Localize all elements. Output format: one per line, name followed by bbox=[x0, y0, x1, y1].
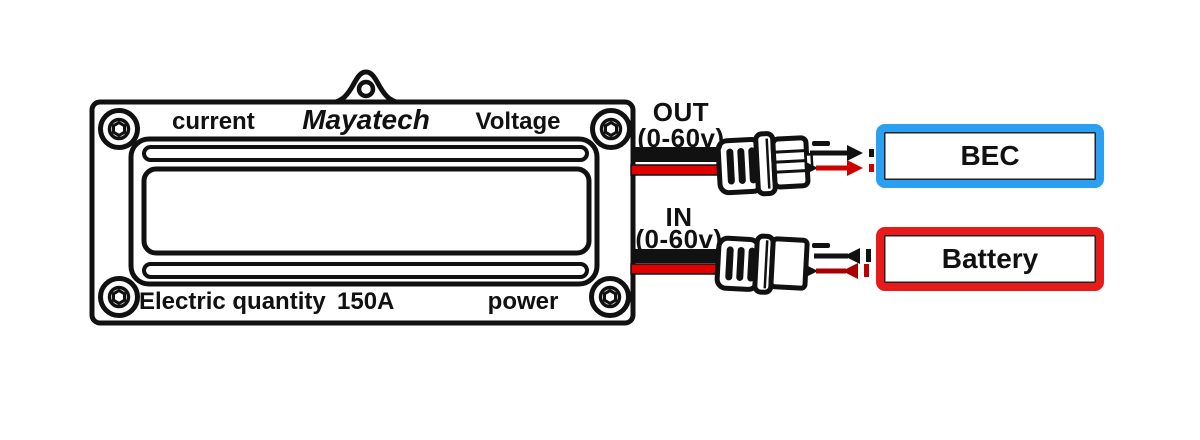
screw-bottom-right-icon bbox=[589, 276, 631, 318]
out-wires bbox=[630, 147, 726, 176]
battery-box: Battery bbox=[876, 227, 1104, 291]
out-port-voltage-range: (0-60v) bbox=[637, 123, 725, 153]
meter-label-voltage: Voltage bbox=[475, 108, 561, 135]
screw-top-right-icon bbox=[590, 108, 632, 150]
out-flow-arrows-icon bbox=[806, 141, 874, 176]
meter-label-electric-quantity: Electric quantity bbox=[139, 288, 326, 315]
out-connector-icon bbox=[715, 131, 814, 197]
top-vent-slot bbox=[142, 145, 589, 162]
meter-label-current: current bbox=[172, 108, 255, 135]
brand-logo-text: Mayatech bbox=[302, 104, 430, 135]
bec-label: BEC bbox=[960, 140, 1020, 171]
screw-top-left-icon bbox=[98, 108, 140, 150]
out-port-label: OUT bbox=[652, 97, 710, 127]
mounting-tab-icon bbox=[321, 69, 411, 108]
in-flow-arrows-icon bbox=[806, 243, 871, 279]
in-port-label: IN bbox=[665, 202, 693, 232]
in-connector-icon bbox=[714, 233, 810, 295]
in-port-voltage-range: (0-60v) bbox=[635, 224, 723, 254]
bec-box: BEC bbox=[876, 124, 1104, 188]
lcd-display bbox=[141, 166, 592, 256]
meter-label-power: power bbox=[487, 288, 559, 315]
meter-current-rating: 150A bbox=[337, 288, 395, 315]
bottom-vent-slot bbox=[142, 262, 589, 279]
battery-label: Battery bbox=[941, 243, 1039, 274]
screw-bottom-left-icon bbox=[98, 276, 140, 318]
